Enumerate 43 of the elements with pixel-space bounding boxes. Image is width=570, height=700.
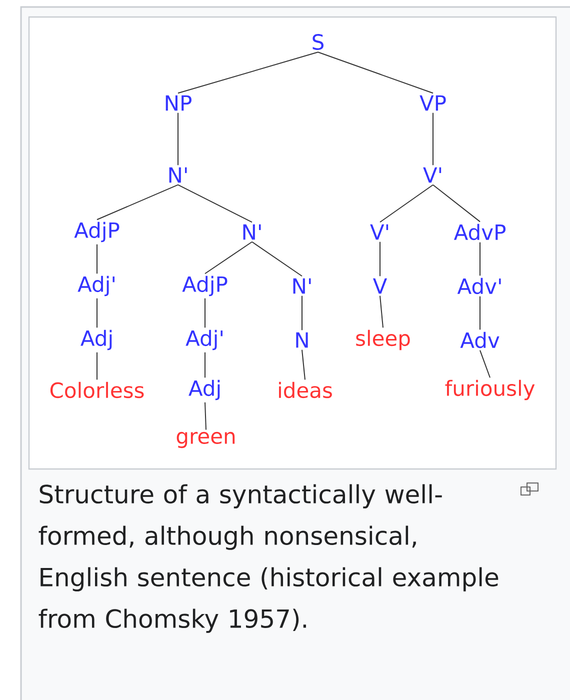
tree-label: Adv [460, 332, 500, 348]
caption: Structure of a syntactically well-formed, although nonsensical, English sentence (historical example from Chomsky 1957). [38, 484, 498, 633]
tree-label: Adj [80, 330, 112, 350]
tree-label: sleep [356, 330, 410, 350]
tree-branch [432, 112, 434, 166]
tree-branch [380, 295, 384, 328]
tree-label: AdjP [74, 222, 120, 242]
tree-branch [96, 184, 178, 220]
tree-branch [96, 298, 98, 328]
tree-label: Adv' [457, 278, 501, 294]
tree-label: AdvP [454, 224, 506, 240]
tree-branch [252, 241, 302, 277]
tree-branch [432, 184, 480, 222]
tree-branch [204, 298, 206, 328]
tree-label: VP [420, 95, 446, 111]
tree-label: green [176, 432, 235, 448]
tree-branch [380, 184, 434, 223]
tree-label: S [312, 34, 324, 50]
tree-label: ideas [279, 382, 332, 398]
tree-branch [480, 350, 490, 378]
tree-label: Adj' [186, 330, 222, 350]
tree-branch [96, 352, 98, 380]
tree-label: furiously [445, 380, 535, 400]
tree-label: N [296, 332, 308, 348]
tree-label: N' [169, 167, 187, 183]
tree-branch [204, 402, 206, 430]
tree-branch [318, 52, 434, 94]
tree-branch [178, 184, 252, 223]
tree-label: Colorless [50, 382, 144, 398]
tree-label: Adj' [78, 276, 114, 296]
tree-branch [96, 244, 98, 274]
tree-label: N' [243, 224, 261, 240]
tree-label: V' [370, 224, 388, 240]
tree-label: AdjP [182, 276, 228, 296]
tree-branch [178, 52, 318, 94]
tree-label: N' [293, 278, 311, 294]
tree-branch [302, 349, 306, 380]
tree-label: V' [423, 167, 442, 183]
tree-branch [204, 352, 206, 378]
tree-label: V [372, 278, 388, 294]
tree-label: NP [166, 95, 192, 111]
tree-branch [204, 241, 252, 274]
tree-label: Adj [188, 380, 220, 400]
